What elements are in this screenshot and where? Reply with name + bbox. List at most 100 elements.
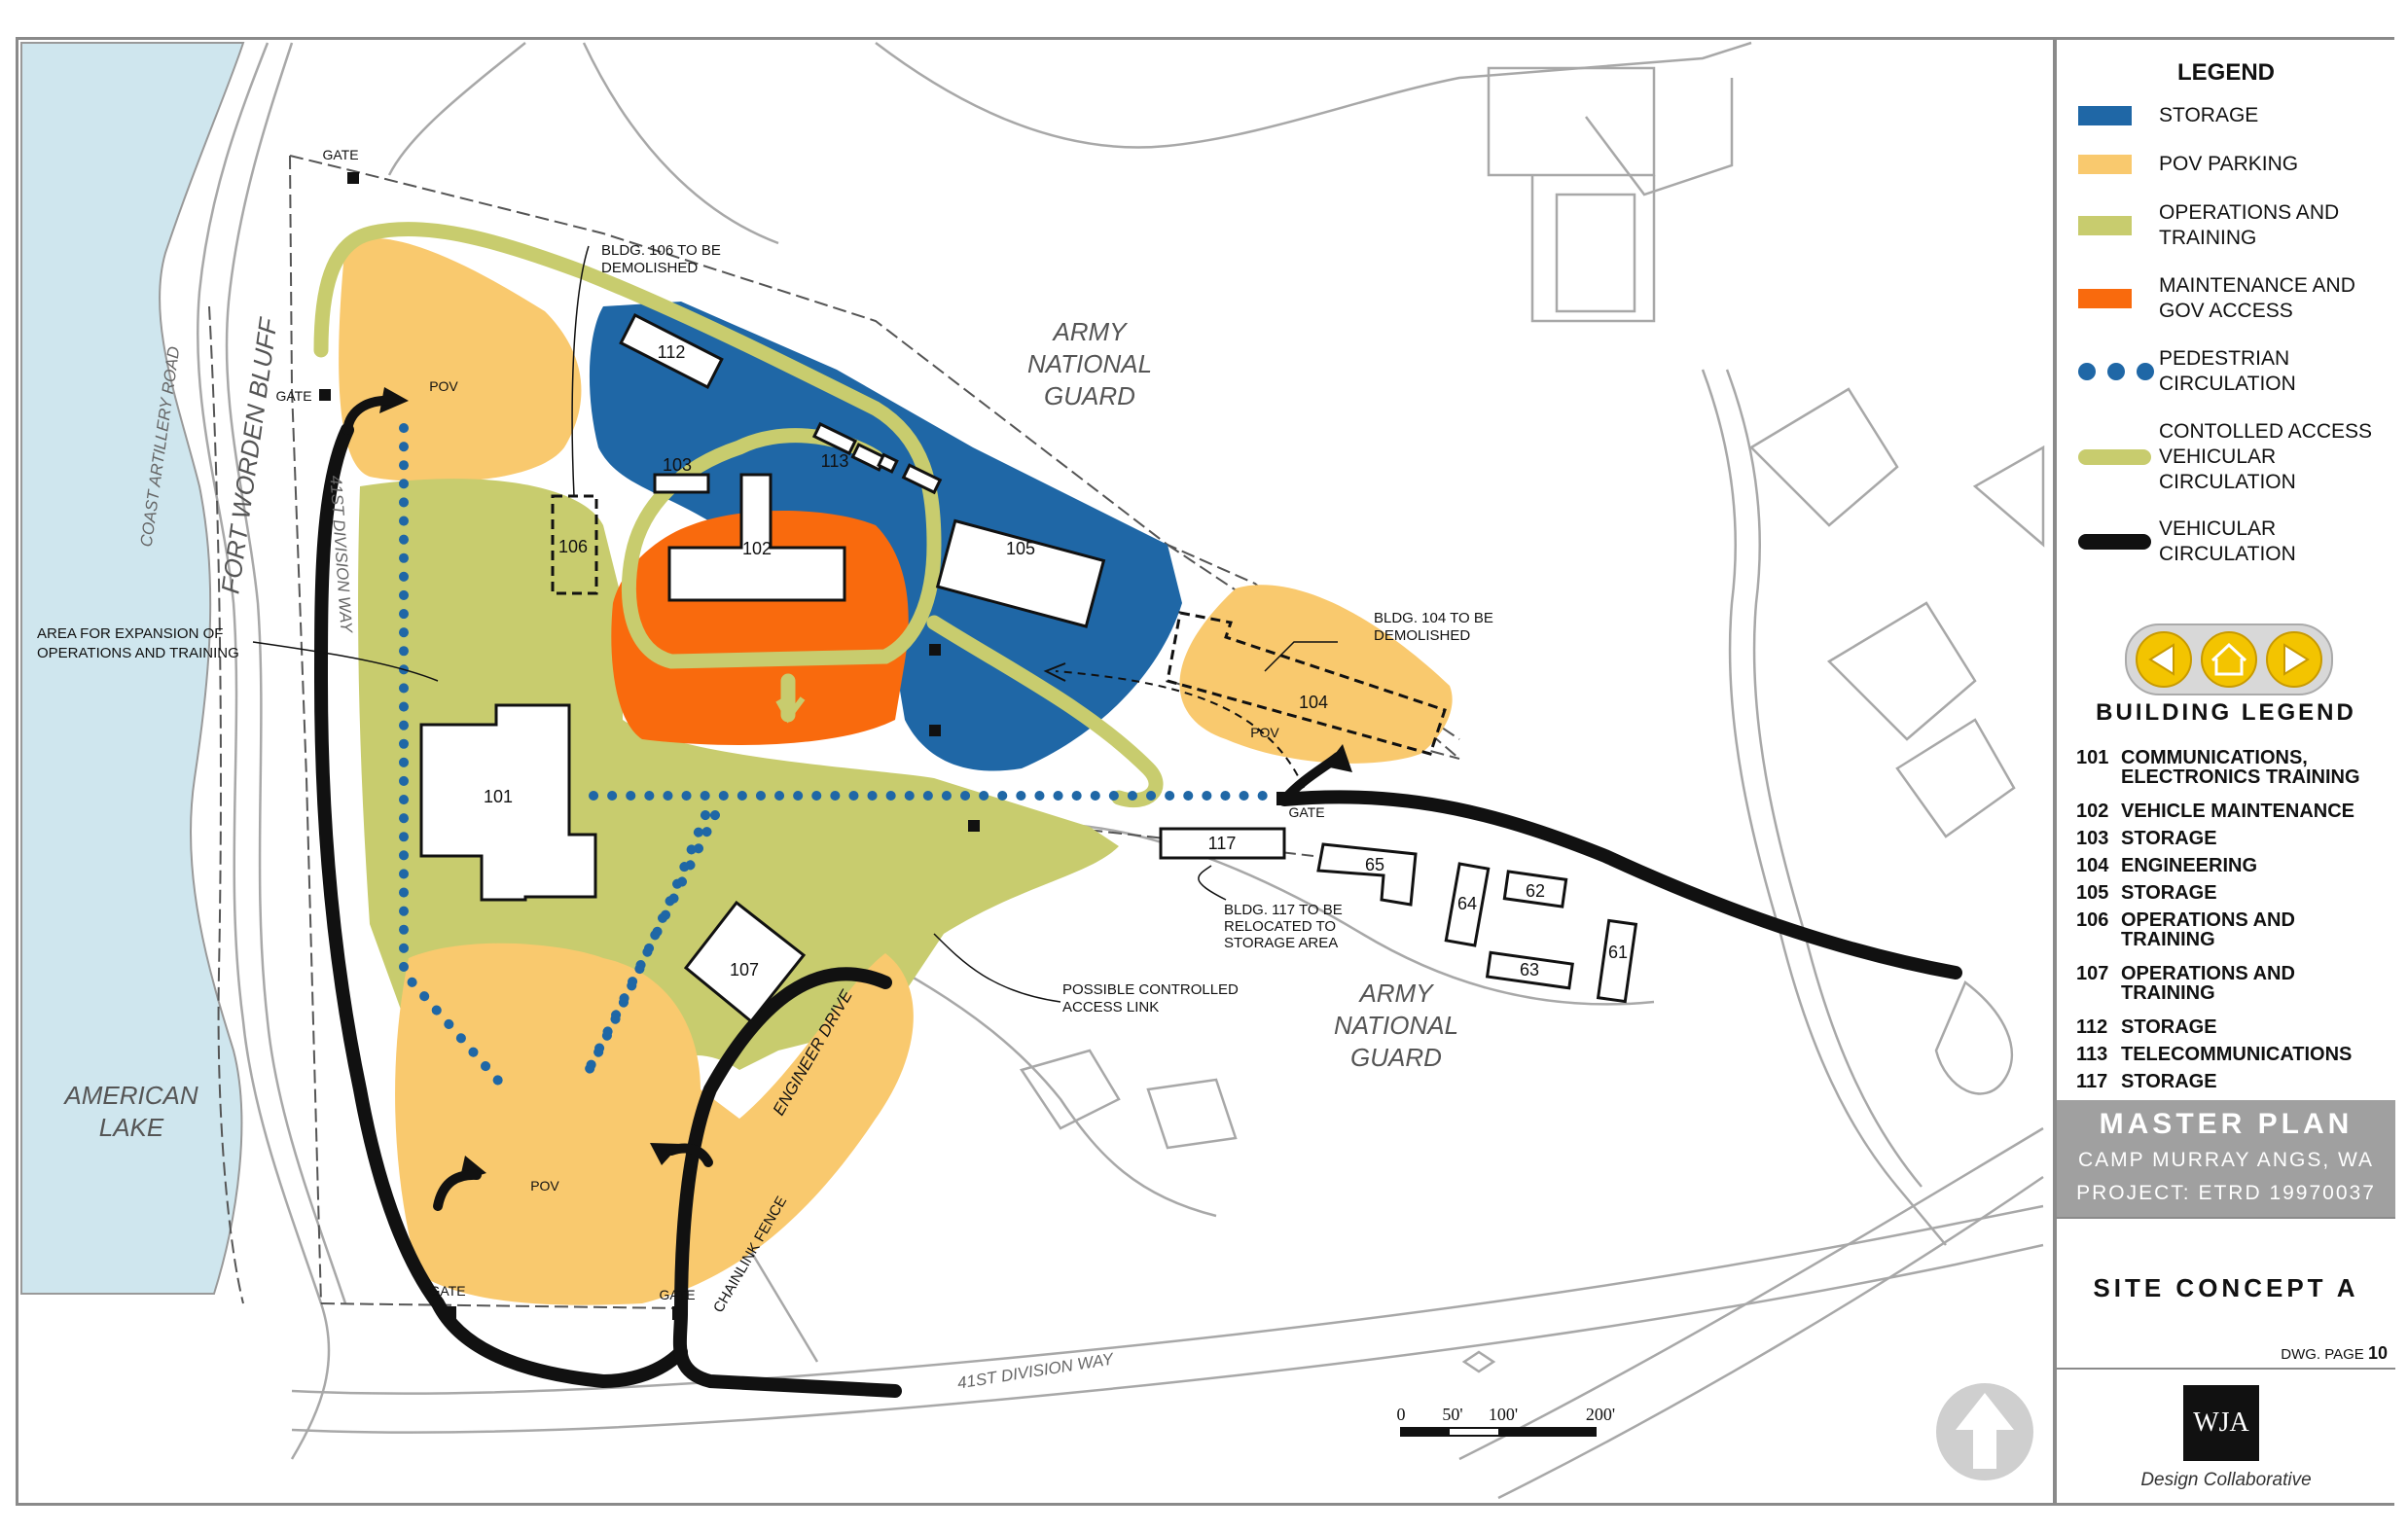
bldg-65 bbox=[1316, 842, 1418, 907]
gate-south bbox=[672, 1306, 686, 1320]
bldg-label-63: 63 bbox=[1520, 960, 1539, 980]
legend-label-1: POV PARKING bbox=[2159, 153, 2299, 175]
bldg-102 bbox=[667, 473, 846, 602]
plan-project: PROJECT: ETRD 19970037 bbox=[2076, 1182, 2376, 1204]
building-code-104: 104 bbox=[2076, 855, 2109, 876]
legend-swatch-1 bbox=[2078, 155, 2132, 174]
vehicular-engineer-drive bbox=[674, 967, 892, 1320]
building-name-117: STORAGE bbox=[2121, 1071, 2217, 1092]
label-division-way-left: 41ST DIVISION WAY bbox=[326, 475, 355, 634]
building-legend-title: BUILDING LEGEND bbox=[2096, 699, 2356, 726]
gate-label-east: GATE bbox=[1288, 804, 1324, 820]
building-code-113: 113 bbox=[2076, 1044, 2108, 1065]
pov-parking-south bbox=[395, 943, 914, 1305]
bldg-label-117: 117 bbox=[1208, 834, 1237, 853]
legend-swatch-4 bbox=[2078, 363, 2156, 380]
vehicular-east-access bbox=[1277, 790, 1962, 980]
label-fort-worden: FORT WORDEN BLUFF bbox=[215, 314, 283, 595]
gate-mid bbox=[929, 644, 941, 656]
building-code-101: 101 bbox=[2076, 747, 2109, 768]
legend-swatch-2 bbox=[2078, 216, 2132, 235]
next-arrow-icon[interactable] bbox=[2266, 631, 2322, 688]
bldg-label-65: 65 bbox=[1365, 855, 1384, 874]
gate-mid-2 bbox=[929, 725, 941, 736]
bldg-61 bbox=[1596, 918, 1638, 1004]
gate-label-south: GATE bbox=[659, 1287, 695, 1302]
legend-title: LEGEND bbox=[2176, 59, 2275, 86]
pov-label-east: POV bbox=[1250, 725, 1279, 740]
bldg-label-113: 113 bbox=[821, 451, 849, 471]
prev-arrow-icon[interactable] bbox=[2136, 631, 2192, 688]
legend-label-0: STORAGE bbox=[2159, 104, 2259, 126]
svg-text:50': 50' bbox=[1442, 1405, 1462, 1424]
pov-parking-north bbox=[339, 237, 582, 482]
bldg-63 bbox=[1485, 950, 1574, 990]
american-lake bbox=[20, 42, 245, 1295]
plan-title: MASTER PLAN bbox=[2099, 1108, 2354, 1140]
bldg-104 bbox=[1166, 611, 1447, 756]
building-code-106: 106 bbox=[2076, 909, 2109, 931]
dwg-page: DWG. PAGE 10 bbox=[2281, 1343, 2388, 1363]
operations-training-zone bbox=[358, 479, 1120, 1070]
legend-swatch-6 bbox=[2078, 534, 2151, 550]
bldg-113-d bbox=[877, 452, 899, 474]
firm-logo: WJA bbox=[2183, 1385, 2259, 1461]
gate-west bbox=[319, 389, 331, 401]
building-name-113: TELECOMMUNICATIONS bbox=[2121, 1044, 2353, 1065]
bldg-107 bbox=[683, 900, 807, 1024]
bldg-label-101: 101 bbox=[484, 787, 513, 806]
gate-southwest bbox=[443, 1306, 456, 1320]
gate-north bbox=[347, 172, 359, 184]
vehicular-west-loop bbox=[313, 423, 688, 1389]
bldg-label-107: 107 bbox=[730, 960, 759, 980]
pov-parking-east bbox=[1179, 585, 1453, 764]
building-name-102: VEHICLE MAINTENANCE bbox=[2121, 801, 2355, 822]
home-icon[interactable] bbox=[2201, 631, 2257, 688]
building-code-117: 117 bbox=[2076, 1071, 2108, 1092]
bldg-label-112: 112 bbox=[658, 342, 686, 362]
north-arrow-icon bbox=[1936, 1383, 2033, 1480]
building-name-103: STORAGE bbox=[2121, 828, 2217, 849]
bldg-106 bbox=[551, 494, 598, 595]
bldg-64 bbox=[1444, 862, 1491, 947]
building-code-102: 102 bbox=[2076, 801, 2109, 822]
pov-label-south: POV bbox=[530, 1178, 559, 1194]
storage-zone bbox=[589, 302, 1182, 771]
building-name-104: ENGINEERING bbox=[2121, 855, 2258, 876]
gate-label-west: GATE bbox=[275, 388, 311, 404]
bldg-label-102: 102 bbox=[742, 539, 772, 558]
bldg-label-105: 105 bbox=[1006, 539, 1035, 558]
bldg-101 bbox=[419, 703, 597, 902]
bldg-113-a bbox=[811, 421, 858, 456]
gate-mid-3 bbox=[968, 820, 980, 832]
building-code-105: 105 bbox=[2076, 882, 2109, 904]
building-name-112: STORAGE bbox=[2121, 1016, 2217, 1038]
building-code-103: 103 bbox=[2076, 828, 2109, 849]
legend-swatch-3 bbox=[2078, 289, 2132, 308]
building-code-112: 112 bbox=[2076, 1016, 2108, 1038]
svg-text:0: 0 bbox=[1397, 1405, 1406, 1424]
bldg-62 bbox=[1502, 870, 1568, 909]
gate-east bbox=[1276, 792, 1290, 805]
bldg-label-64: 64 bbox=[1457, 894, 1477, 913]
scale-bar: 0 50' 100' 200' bbox=[1397, 1405, 1615, 1437]
bldg-105 bbox=[935, 518, 1106, 628]
bldg-label-62: 62 bbox=[1526, 881, 1545, 901]
site-map: 101 102 103 104 105 106 107 112 113 117 … bbox=[20, 41, 2045, 1500]
building-name-101: COMMUNICATIONS,ELECTRONICS TRAINING bbox=[2121, 747, 2360, 788]
bldg-113-c bbox=[901, 463, 943, 495]
bldg-112 bbox=[619, 313, 724, 389]
